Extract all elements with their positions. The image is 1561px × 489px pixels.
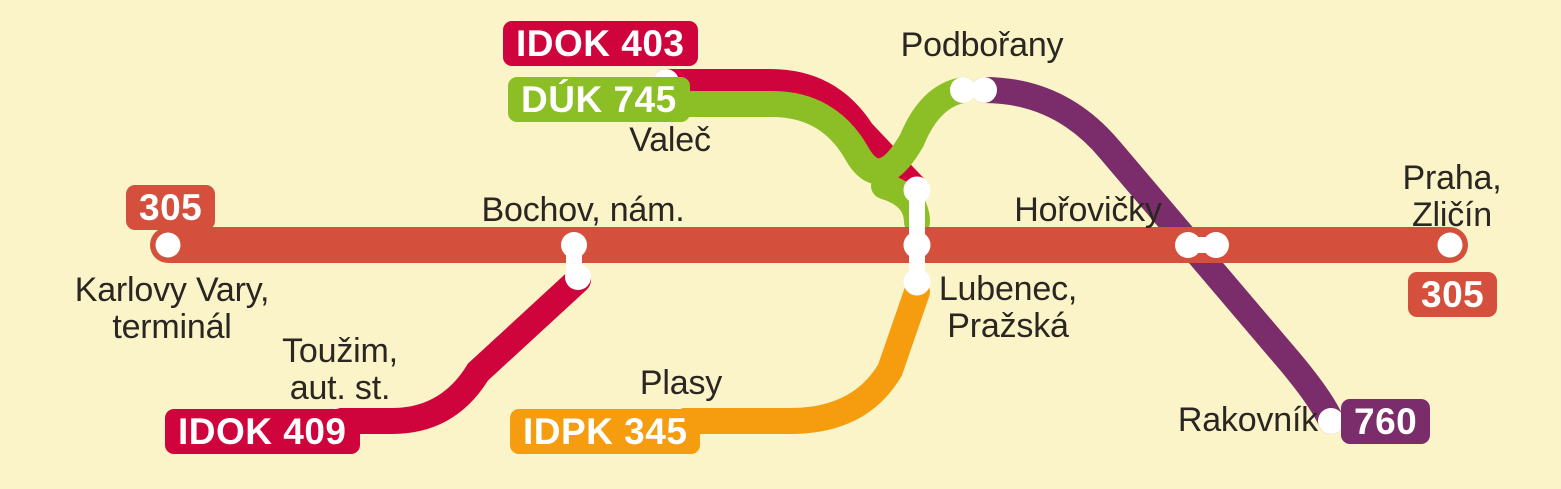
- station-label-touzim: Toužim, aut. st.: [282, 332, 398, 407]
- line-badge-305-right[interactable]: 305: [1408, 272, 1498, 317]
- line-path-duk745: [653, 77, 976, 185]
- line-badge-idok409[interactable]: IDOK 409: [165, 409, 360, 454]
- station-label-bochov: Bochov, nám.: [481, 191, 685, 229]
- line-path-idpk345: [665, 279, 930, 434]
- station-marker-rakovnik[interactable]: [1318, 408, 1344, 434]
- station-label-rakovnik: Rakovník: [1177, 401, 1318, 439]
- line-path-idok403: [653, 69, 930, 203]
- line-path-idok409: [322, 267, 591, 434]
- station-label-horovicky: Hořovičky: [1014, 191, 1162, 229]
- line-badge-idok403[interactable]: IDOK 403: [503, 21, 698, 66]
- station-marker-karlovy-vary[interactable]: [155, 232, 181, 258]
- station-label-lubenec: Lubenec, Pražská: [938, 270, 1078, 345]
- line-badge-duk745[interactable]: DÚK 745: [508, 77, 690, 122]
- station-marker-praha-zlicin[interactable]: [1437, 232, 1463, 258]
- station-label-valec: Valeč: [629, 121, 711, 159]
- station-marker-podborany[interactable]: [950, 77, 997, 103]
- station-marker-lubenec[interactable]: [903, 176, 931, 296]
- line-badge-idpk345[interactable]: IDPK 345: [510, 409, 701, 454]
- station-label-podborany: Podbořany: [900, 26, 1064, 64]
- station-label-karlovy-vary: Karlovy Vary, terminál: [74, 271, 270, 346]
- station-marker-horovicky[interactable]: [1175, 232, 1229, 258]
- line-badge-760[interactable]: 760: [1341, 399, 1431, 444]
- line-badge-305-left[interactable]: 305: [126, 185, 216, 230]
- station-label-plasy: Plasy: [639, 364, 723, 402]
- station-label-praha-zlicin: Praha, Zličín: [1402, 159, 1502, 234]
- station-marker-bochov[interactable]: [561, 232, 591, 290]
- line-path-760: [971, 77, 1344, 434]
